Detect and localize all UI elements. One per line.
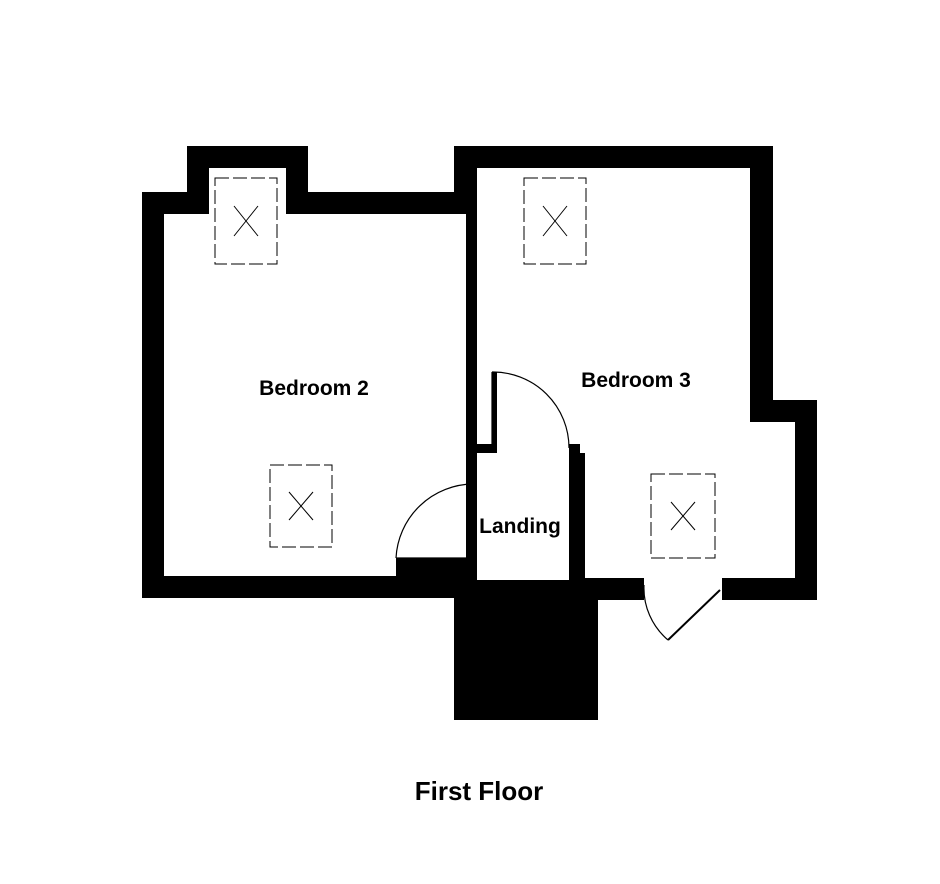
door-swing-icon xyxy=(395,371,721,641)
room-label-bedroom-2: Bedroom 2 xyxy=(259,377,369,400)
skylight-icon xyxy=(650,473,716,559)
skylight-icon xyxy=(214,177,278,265)
landing-partition xyxy=(454,444,644,720)
skylight-icon xyxy=(269,464,333,548)
floor-title: First Floor xyxy=(415,776,544,806)
skylight-icon xyxy=(523,177,587,265)
walls xyxy=(142,146,817,697)
room-label-bedroom-3: Bedroom 3 xyxy=(581,369,691,392)
room-label-landing: Landing xyxy=(479,515,561,538)
staircase-icon xyxy=(476,603,574,698)
